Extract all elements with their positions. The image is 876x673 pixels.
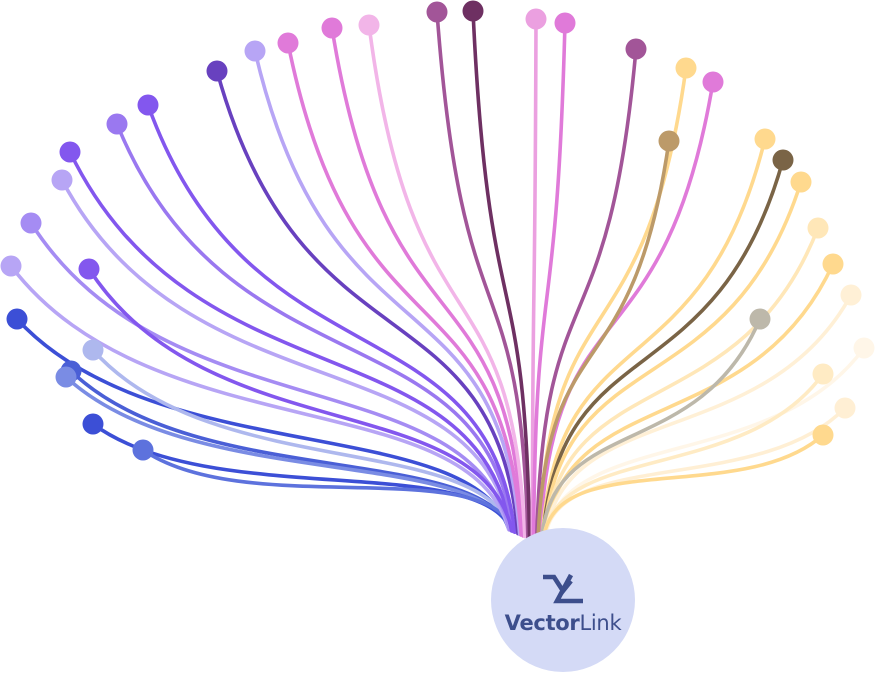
connection-endpoint-dot xyxy=(658,130,680,152)
connection-line xyxy=(215,69,520,536)
connection-line xyxy=(544,406,847,532)
connection-endpoint-dot xyxy=(462,0,484,22)
connection-endpoint-dot xyxy=(554,12,576,34)
connection-line xyxy=(542,180,803,533)
vectorlink-hub: VectorLink xyxy=(491,528,635,672)
connection-line xyxy=(540,137,767,534)
connection-endpoint-dot xyxy=(321,17,343,39)
connection-endpoint-dot xyxy=(840,284,862,306)
connection-endpoint-dot xyxy=(754,128,776,150)
connection-endpoint-dot xyxy=(59,141,81,163)
connection-line xyxy=(530,17,538,538)
connection-endpoint-dot xyxy=(106,113,128,135)
connection-endpoint-dot xyxy=(772,149,794,171)
connection-line xyxy=(253,49,522,537)
connection-line xyxy=(330,26,525,538)
connection-endpoint-dot xyxy=(78,258,100,280)
connection-line xyxy=(536,139,671,536)
connection-line xyxy=(540,317,762,534)
connection-line xyxy=(115,122,516,534)
connection-line xyxy=(87,267,515,533)
connection-line xyxy=(68,150,514,533)
logo-l-stroke xyxy=(553,573,583,603)
connection-endpoint-dot xyxy=(82,413,104,435)
connection-line xyxy=(535,47,638,536)
connection-line xyxy=(9,264,511,532)
connection-endpoint-dot xyxy=(822,253,844,275)
brand-wordmark: VectorLink xyxy=(504,610,622,635)
brand-word-link: Link xyxy=(579,610,622,635)
vectorlink-logo-icon xyxy=(543,573,583,603)
connection-endpoint-dot xyxy=(6,308,28,330)
connection-endpoint-dot xyxy=(132,439,154,461)
connection-line xyxy=(543,372,825,533)
connection-endpoint-dot xyxy=(625,38,647,60)
connection-endpoint-dot xyxy=(426,1,448,23)
connection-endpoint-dot xyxy=(137,94,159,116)
connection-line xyxy=(531,21,567,538)
connection-endpoint-dot xyxy=(812,424,834,446)
connection-endpoint-dot xyxy=(51,169,73,191)
connection-endpoint-dot xyxy=(853,337,875,359)
connection-line xyxy=(544,293,853,532)
connection-line xyxy=(543,226,820,533)
connection-line xyxy=(60,178,513,533)
connection-endpoint-dot xyxy=(702,71,724,93)
connection-endpoint-dot xyxy=(0,255,22,277)
connection-endpoints xyxy=(0,0,875,461)
connection-line xyxy=(29,221,512,532)
connection-endpoint-dot xyxy=(790,171,812,193)
connection-endpoint-dot xyxy=(20,212,42,234)
connection-endpoint-dot xyxy=(358,14,380,36)
connection-endpoint-dot xyxy=(749,308,771,330)
connection-endpoint-dot xyxy=(277,32,299,54)
connection-endpoint-dot xyxy=(206,60,228,82)
connection-endpoint-dot xyxy=(675,57,697,79)
connection-endpoint-dot xyxy=(812,363,834,385)
connection-line xyxy=(543,433,825,533)
connection-endpoint-dot xyxy=(807,217,829,239)
connection-endpoint-dot xyxy=(834,397,856,419)
connection-lines xyxy=(9,9,866,540)
connection-line xyxy=(286,41,523,537)
connection-line xyxy=(471,9,532,540)
connection-endpoint-dot xyxy=(55,366,77,388)
connection-line xyxy=(541,158,785,533)
connection-line xyxy=(146,103,517,534)
connection-line xyxy=(367,23,527,539)
connection-endpoint-dot xyxy=(525,8,547,30)
brand-word-vector: Vector xyxy=(504,610,580,635)
connection-line xyxy=(141,448,517,534)
connection-line xyxy=(435,10,530,540)
connection-line xyxy=(91,348,515,533)
connection-endpoint-dot xyxy=(244,40,266,62)
connection-endpoint-dot xyxy=(82,339,104,361)
connection-line xyxy=(91,422,515,533)
